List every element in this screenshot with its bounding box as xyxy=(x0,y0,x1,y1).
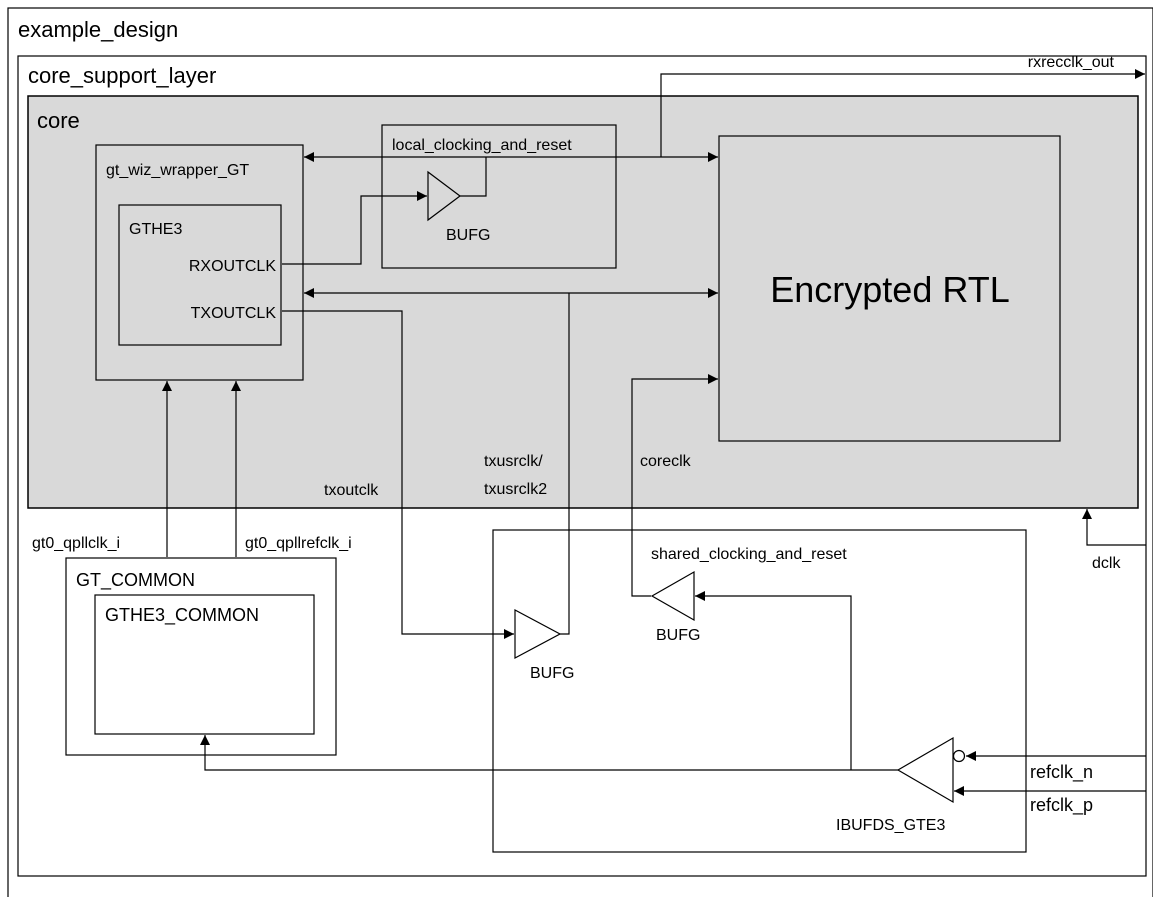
bufg-core-label: BUFG xyxy=(656,627,700,644)
refclk-distribution-wire xyxy=(200,735,898,771)
gthe3-label: GTHE3 xyxy=(129,221,182,238)
shared-clock-wire xyxy=(695,591,852,770)
example-design-box xyxy=(7,7,1153,897)
shared-clocking-label: shared_clocking_and_reset xyxy=(651,546,847,563)
encrypted-rtl-label: Encrypted RTL xyxy=(770,269,1009,310)
refclk-n-label: refclk_n xyxy=(1030,762,1093,783)
local-clocking-label: local_clocking_and_reset xyxy=(392,137,572,154)
gt-common-label: GT_COMMON xyxy=(76,570,195,591)
gt-wiz-wrapper-box xyxy=(95,144,304,381)
bufg-local-symbol xyxy=(427,170,461,222)
shared-clocking-box xyxy=(492,529,1027,853)
core-box xyxy=(27,95,1139,509)
gt0-qpllclk-label: gt0_qpllclk_i xyxy=(32,535,120,552)
rxoutclk-wire xyxy=(282,191,427,265)
rxoutclk-port-label: RXOUTCLK xyxy=(189,258,276,275)
bufg-tx-label: BUFG xyxy=(530,665,574,682)
gt-common-box xyxy=(65,557,337,756)
gt0-qpllrefclk-label: gt0_qpllrefclk_i xyxy=(245,535,352,552)
txusrclk-label-line2: txusrclk2 xyxy=(484,481,547,498)
ibufds-gte3-label: IBUFDS_GTE3 xyxy=(836,817,945,834)
txoutclk-port-label: TXOUTCLK xyxy=(191,305,277,322)
bufg-core-symbol xyxy=(650,570,695,622)
core-support-layer-label: core_support_layer xyxy=(28,63,216,88)
gthe3-box xyxy=(118,204,282,346)
coreclk-wire xyxy=(631,374,718,597)
inversion-bubble xyxy=(952,749,966,763)
txoutclk-signal-label: txoutclk xyxy=(324,482,379,499)
gt-wiz-wrapper-label: gt_wiz_wrapper_GT xyxy=(106,162,249,179)
dclk-wire xyxy=(1082,509,1146,546)
bufg-local-output-wire xyxy=(460,157,487,197)
bufg-tx-symbol xyxy=(514,609,562,659)
core-support-layer-box xyxy=(17,55,1147,877)
txoutclk-wire xyxy=(282,310,514,639)
gthe3-common-label: GTHE3_COMMON xyxy=(105,605,259,626)
dclk-label: dclk xyxy=(1092,555,1121,572)
rxrecclk-out-label: rxrecclk_out xyxy=(1028,54,1115,71)
refclk-p-label: refclk_p xyxy=(1030,795,1093,816)
example-design-label: example_design xyxy=(18,17,178,42)
encrypted-rtl-box xyxy=(718,135,1061,442)
gthe3-common-box xyxy=(94,594,315,735)
bufg-local-label: BUFG xyxy=(446,227,490,244)
coreclk-label: coreclk xyxy=(640,453,692,470)
txusrclk-wire xyxy=(560,293,570,635)
rxrecclk-out-wire xyxy=(660,69,1145,157)
ibufds-gte3-symbol xyxy=(896,736,954,804)
txusrclk-label-line1: txusrclk/ xyxy=(484,453,543,470)
core-label: core xyxy=(37,108,80,133)
